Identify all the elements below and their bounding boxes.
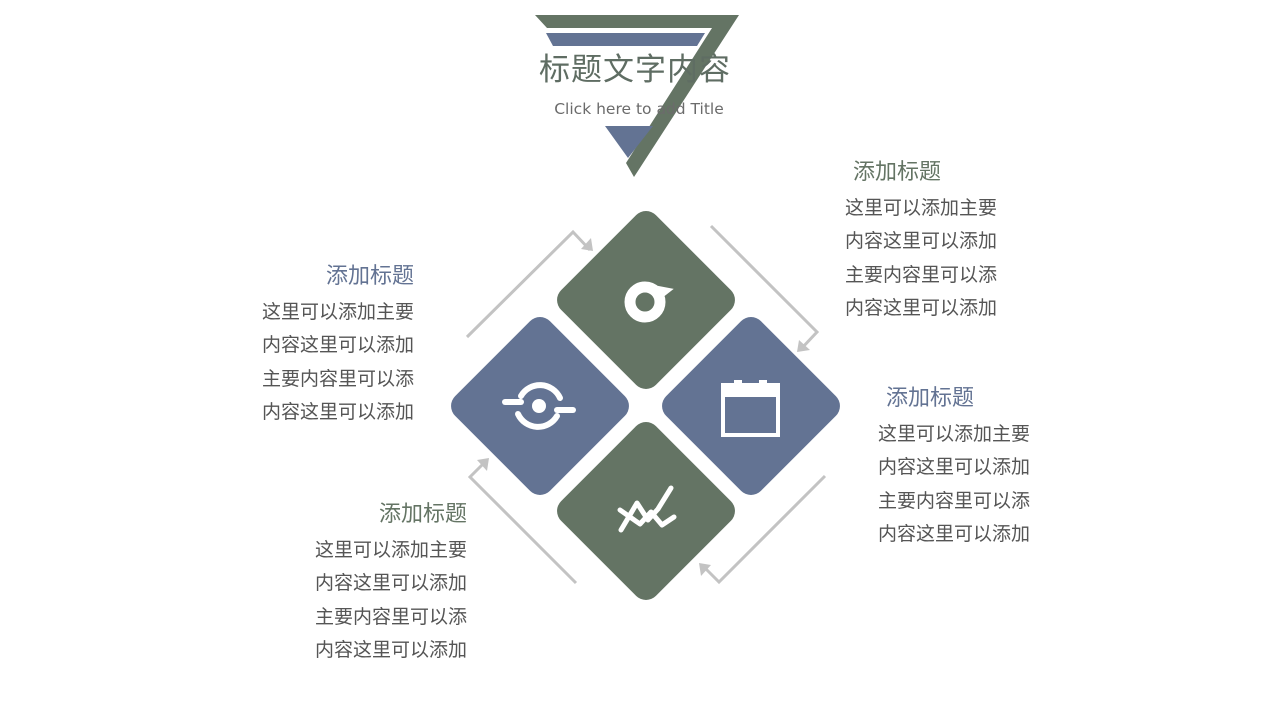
arrow-bottom-left bbox=[467, 458, 578, 585]
text-block-bottom-left: 添加标题 这里可以添加主要 内容这里可以添加 主要内容里可以添 内容这里可以添加 bbox=[295, 500, 467, 667]
block-body: 这里可以添加主要 内容这里可以添加 主要内容里可以添 内容这里可以添加 bbox=[243, 296, 414, 429]
tile-right bbox=[662, 317, 840, 495]
block-line: 内容这里可以添加 bbox=[878, 522, 1031, 545]
tile-bottom bbox=[557, 422, 735, 600]
arrow-bottom-right bbox=[699, 474, 827, 585]
block-line: 主要内容里可以添 bbox=[261, 367, 414, 390]
block-title: 添加标题 bbox=[886, 386, 975, 411]
music-note-icon bbox=[624, 281, 674, 323]
trend-chart-icon bbox=[617, 485, 677, 533]
block-line: 主要内容里可以添 bbox=[845, 263, 998, 286]
header-band-blue bbox=[546, 33, 705, 46]
block-line: 主要内容里可以添 bbox=[878, 489, 1031, 512]
block-body: 这里可以添加主要 内容这里可以添加 主要内容里可以添 内容这里可以添加 bbox=[878, 418, 1030, 551]
block-title: 添加标题 bbox=[378, 502, 467, 527]
block-line: 内容这里可以添加 bbox=[261, 400, 414, 423]
block-line: 主要内容里可以添 bbox=[314, 605, 467, 628]
text-block-right: 添加标题 这里可以添加主要 内容这里可以添加 主要内容里可以添 内容这里可以添加 bbox=[878, 384, 1030, 551]
block-line: 内容这里可以添加 bbox=[845, 296, 998, 319]
block-title: 添加标题 bbox=[325, 264, 414, 289]
block-line: 内容这里可以添加 bbox=[261, 334, 414, 357]
block-line: 内容这里可以添加 bbox=[845, 230, 998, 253]
sync-circle-icon bbox=[502, 382, 576, 430]
text-block-left: 添加标题 这里可以添加主要 内容这里可以添加 主要内容里可以添 内容这里可以添加 bbox=[243, 262, 414, 429]
block-line: 这里可以添加主要 bbox=[314, 539, 467, 561]
block-line: 这里可以添加主要 bbox=[845, 197, 998, 219]
header-triangle-decoration bbox=[535, 15, 739, 177]
arrows bbox=[465, 224, 827, 585]
block-line: 这里可以添加主要 bbox=[261, 301, 414, 323]
tile-top bbox=[557, 211, 735, 389]
block-line: 内容这里可以添加 bbox=[314, 638, 467, 661]
block-line: 内容这里可以添加 bbox=[878, 456, 1031, 479]
calendar-icon bbox=[721, 380, 780, 437]
block-title: 添加标题 bbox=[853, 160, 942, 185]
header-triangle-green bbox=[535, 15, 739, 177]
block-body: 这里可以添加主要 内容这里可以添加 主要内容里可以添 内容这里可以添加 bbox=[295, 534, 467, 667]
diamond-tiles bbox=[451, 211, 840, 600]
block-line: 内容这里可以添加 bbox=[314, 572, 467, 595]
page-subtitle: Click here to add Title bbox=[554, 100, 724, 118]
block-line: 这里可以添加主要 bbox=[878, 423, 1031, 445]
arrow-top-left bbox=[465, 229, 593, 339]
header-triangle-blue bbox=[605, 126, 653, 158]
arrow-top-right bbox=[709, 224, 820, 352]
page-title: 标题文字内容 bbox=[539, 52, 731, 88]
text-block-top-right: 添加标题 这里可以添加主要 内容这里可以添加 主要内容里可以添 内容这里可以添加 bbox=[845, 158, 997, 325]
block-body: 这里可以添加主要 内容这里可以添加 主要内容里可以添 内容这里可以添加 bbox=[845, 192, 997, 325]
